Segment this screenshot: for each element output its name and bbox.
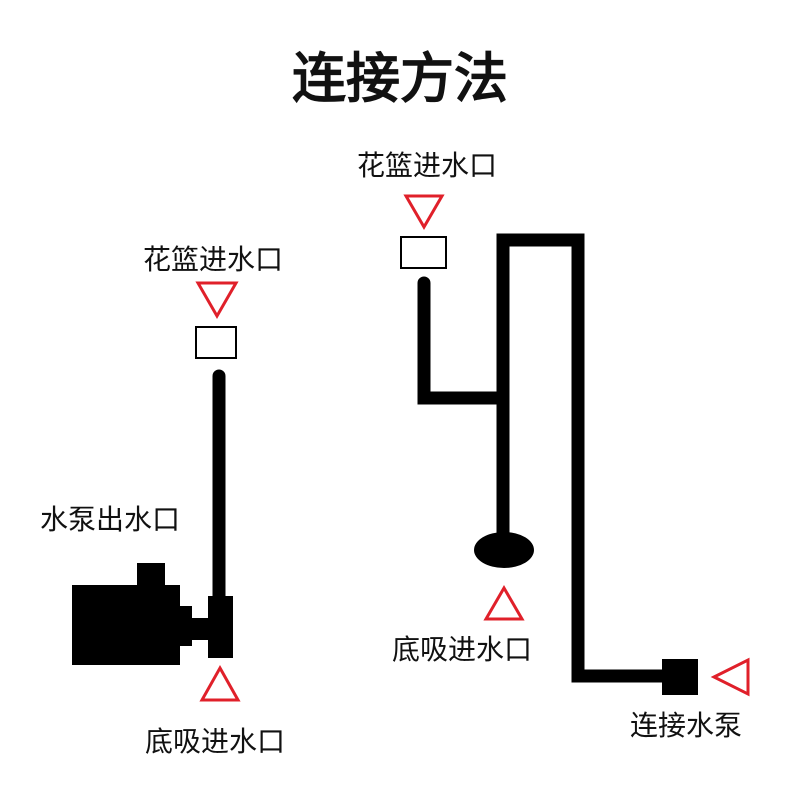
pump-outlet-block: [208, 596, 233, 658]
bottom-suction-head: [474, 532, 534, 568]
page-title: 连接方法: [292, 47, 508, 110]
right-pump-connect-label: 连接水泵: [630, 709, 743, 742]
right-basket-inlet-box: [400, 236, 447, 269]
pump-connect-marker: [710, 657, 750, 697]
right-main-pipe: [496, 233, 675, 683]
left-bottom-inlet-label: 底吸进水口: [145, 725, 286, 758]
right-bottom-inlet-label: 底吸进水口: [392, 633, 533, 666]
left-basket-inlet-box: [195, 326, 237, 359]
right-basket-inlet-marker: [403, 194, 445, 230]
right-branch-pipe: [417, 276, 507, 405]
left-basket-inlet-marker: [195, 281, 239, 320]
right-basket-inlet-label: 花篮进水口: [357, 149, 498, 182]
pump-connector-block: [662, 659, 698, 695]
left-basket-inlet-label: 花篮进水口: [143, 243, 284, 276]
left-bottom-inlet-marker: [199, 664, 241, 702]
left-pump-outlet-label: 水泵出水口: [40, 503, 181, 536]
right-bottom-inlet-marker: [483, 585, 525, 621]
pump-body: [72, 563, 208, 665]
